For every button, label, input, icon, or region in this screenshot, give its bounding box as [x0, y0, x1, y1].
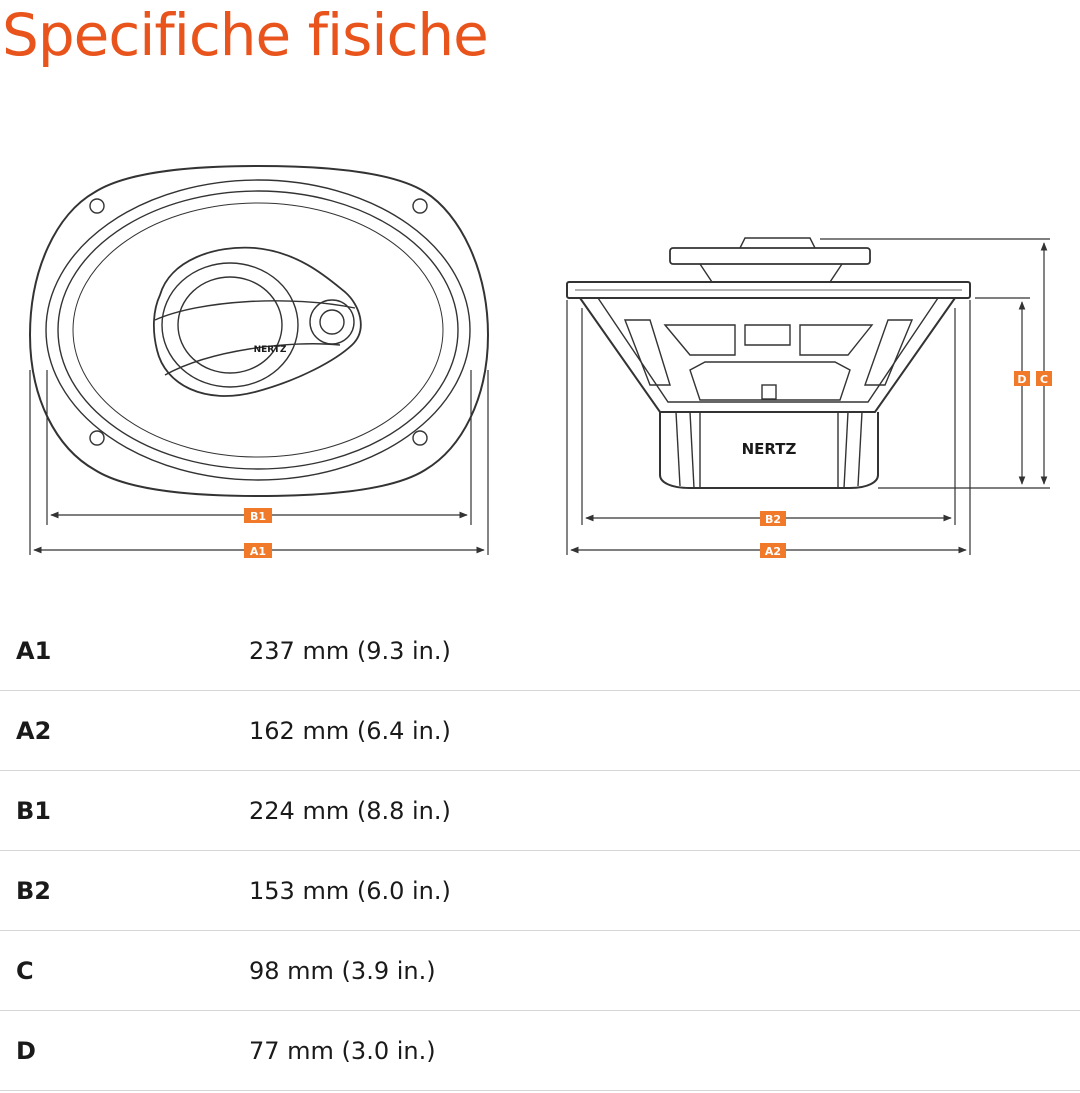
svg-text:A2: A2: [765, 545, 781, 558]
spec-key: B2: [0, 850, 249, 931]
spec-key: A2: [0, 690, 249, 771]
spec-key: D: [0, 1010, 249, 1091]
spec-value: 98 mm (3.9 in.): [249, 930, 1080, 1011]
svg-text:C: C: [1040, 373, 1048, 386]
table-row: A1 237 mm (9.3 in.): [0, 611, 1080, 691]
table-row: D 77 mm (3.0 in.): [0, 1010, 1080, 1091]
table-row: A2 162 mm (6.4 in.): [0, 690, 1080, 771]
physical-specs-table: A1 237 mm (9.3 in.) A2 162 mm (6.4 in.) …: [0, 611, 1080, 1091]
svg-text:B1: B1: [250, 510, 266, 523]
dimension-badge-a2: A2: [760, 543, 786, 558]
spec-value: 162 mm (6.4 in.): [249, 690, 1080, 771]
front-dimension-lines: [29, 370, 489, 555]
side-dimension-lines: [566, 238, 1050, 555]
dimension-badge-b2: B2: [760, 511, 786, 526]
table-row: B2 153 mm (6.0 in.): [0, 850, 1080, 931]
speaker-dimension-diagram: NERTZ B1 A1: [28, 164, 1052, 558]
spec-key: B1: [0, 770, 249, 851]
spec-value: 224 mm (8.8 in.): [249, 770, 1080, 851]
side-brand-logo: NERTZ: [742, 440, 797, 458]
svg-text:D: D: [1017, 373, 1026, 386]
svg-text:A1: A1: [250, 545, 266, 558]
speaker-front-view: [28, 164, 490, 498]
spec-key: A1: [0, 611, 249, 691]
table-row: C 98 mm (3.9 in.): [0, 930, 1080, 1011]
dimension-badge-a1: A1: [244, 543, 272, 558]
spec-value: 153 mm (6.0 in.): [249, 850, 1080, 931]
dimension-badge-c: C: [1036, 371, 1052, 386]
dimension-badge-d: D: [1014, 371, 1030, 386]
page-title: Specifiche fisiche: [2, 1, 489, 69]
spec-value: 77 mm (3.0 in.): [249, 1010, 1080, 1091]
svg-text:B2: B2: [765, 513, 781, 526]
table-row: B1 224 mm (8.8 in.): [0, 770, 1080, 851]
speaker-side-view: [566, 237, 971, 489]
dimension-badge-b1: B1: [244, 508, 272, 523]
spec-value: 237 mm (9.3 in.): [249, 611, 1080, 691]
spec-key: C: [0, 930, 249, 1011]
front-brand-logo: NERTZ: [254, 345, 287, 355]
